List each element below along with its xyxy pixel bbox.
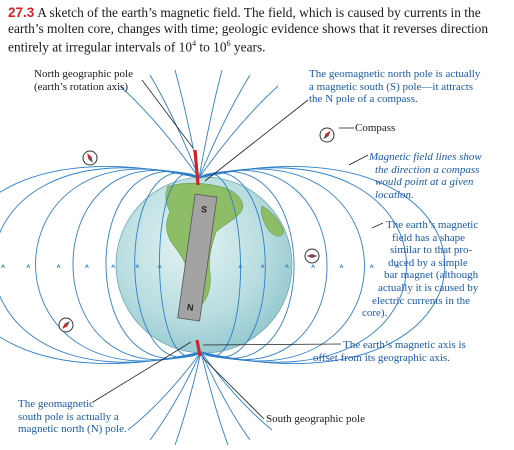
- label-line: The earth’s magnetic axis is: [343, 339, 466, 351]
- field-line: [198, 172, 266, 358]
- label-field-lines: Magnetic field lines show the direction …: [369, 151, 482, 201]
- field-line-open: [200, 351, 229, 446]
- field-line-open: [119, 85, 200, 179]
- field-line-arrow: [1, 264, 5, 269]
- field-line-arrow: [26, 264, 31, 269]
- field-line: [198, 166, 446, 364]
- field-line-arrow: [339, 264, 344, 269]
- label-compass: Compass: [355, 122, 396, 134]
- field-line: [0, 167, 202, 363]
- field-line: [35, 168, 202, 362]
- field-line: [198, 167, 407, 363]
- field-line-arrow: [84, 264, 89, 269]
- label-line: electric currents in the: [372, 294, 471, 307]
- bar-magnet-body: [177, 193, 218, 322]
- field-line-open: [198, 69, 223, 179]
- label-line: south pole is actually a: [18, 410, 119, 423]
- label-line: the direction a compass: [375, 163, 480, 176]
- leader-field-lines: [348, 154, 369, 166]
- bar-magnet: S N: [177, 193, 218, 322]
- land-east: [260, 205, 285, 237]
- field-line-arrow: [238, 264, 243, 269]
- label-line: magnetic north (N) pole.: [18, 423, 127, 436]
- label-north-geographic-pole: North geographic pole (earth’s rotation …: [34, 68, 133, 93]
- label-line: field has a shape: [392, 231, 465, 244]
- label-line: The earth’s magnetic: [386, 219, 479, 231]
- caption-exponent-2: 6: [226, 39, 231, 49]
- field-line: [0, 166, 202, 364]
- leader-south-geo: [202, 357, 265, 420]
- label-geomagnetic-north-pole: The geomagnetic north pole is actually a…: [309, 68, 480, 106]
- field-line-arrow: [260, 264, 265, 269]
- field-line-open: [149, 74, 200, 179]
- label-line: offset from its geographic axis.: [313, 351, 450, 364]
- field-line-open: [174, 351, 202, 446]
- leader-geomag-south: [92, 341, 192, 403]
- label-line: (earth’s rotation axis): [34, 80, 129, 93]
- figure-number: 27.3: [8, 5, 35, 20]
- field-line-open: [127, 351, 202, 431]
- label-line: bar magnet (although: [384, 269, 479, 282]
- label-axis-offset: The earth’s magnetic axis is offset from…: [313, 339, 466, 364]
- field-line: [198, 170, 328, 360]
- field-line-arrow: [284, 264, 289, 269]
- label-line: The geomagnetic: [18, 398, 95, 410]
- label-geomagnetic-south-pole: The geomagnetic south pole is actually a…: [18, 398, 127, 436]
- field-line-open: [198, 74, 251, 179]
- label-line: duced by a simple: [388, 256, 468, 269]
- field-line-open: [198, 85, 279, 179]
- label-line: The geomagnetic north pole is actually: [309, 68, 481, 80]
- field-line-arrow: [56, 264, 61, 269]
- label-line: North geographic pole: [34, 68, 133, 80]
- leader-north-geo: [141, 79, 194, 149]
- label-line: similar to that pro-: [390, 244, 473, 257]
- label-line: Magnetic field lines show: [369, 151, 482, 163]
- field-line: [72, 170, 202, 360]
- field-line: [105, 171, 202, 359]
- geographic-axis-north-segment: [193, 149, 200, 186]
- caption-text-3: years.: [230, 39, 266, 55]
- magnet-pole-s: S: [200, 204, 207, 215]
- field-line-arrow: [135, 264, 140, 269]
- caption-exponent-1: 4: [192, 39, 197, 49]
- leader-lines: [92, 79, 384, 420]
- field-line-open: [200, 351, 251, 441]
- field-line-arrow: [395, 264, 399, 269]
- leader-shape: [371, 222, 384, 229]
- label-line: would point at a given: [375, 176, 474, 189]
- label-field-shape: The earth’s magnetic field has a shape s…: [362, 219, 479, 320]
- field-line-arrow: [157, 264, 162, 269]
- compass-icon: [82, 150, 98, 166]
- geographic-axis-south-segment: [195, 339, 202, 357]
- leader-geomag-north: [204, 99, 309, 182]
- label-line: a magnetic south (S) pole—it attracts: [309, 80, 474, 93]
- field-line-arrow: [311, 264, 316, 269]
- label-line: location.: [375, 188, 414, 201]
- compass-icon: [58, 317, 74, 333]
- caption-text-2: to 10: [196, 39, 227, 55]
- leader-axis-offset: [202, 343, 342, 346]
- magnet-pole-n: N: [186, 302, 194, 313]
- field-line: [198, 171, 295, 359]
- compass-icon: [319, 127, 335, 143]
- label-line: actually it is caused by: [378, 281, 479, 294]
- compasses: [58, 127, 335, 333]
- field-line-open: [200, 351, 273, 431]
- field-line-arrow: [111, 264, 116, 269]
- label-line: core).: [362, 307, 388, 320]
- caption-text-1: A sketch of the earth’s magnetic field. …: [8, 5, 489, 55]
- label-line: the N pole of a compass.: [309, 93, 418, 106]
- field-line-open: [149, 351, 202, 441]
- field-line: [198, 168, 365, 362]
- label-south-geographic-pole: South geographic pole: [266, 413, 365, 425]
- compass-icon: [304, 248, 320, 264]
- field-line-arrow: [369, 264, 374, 269]
